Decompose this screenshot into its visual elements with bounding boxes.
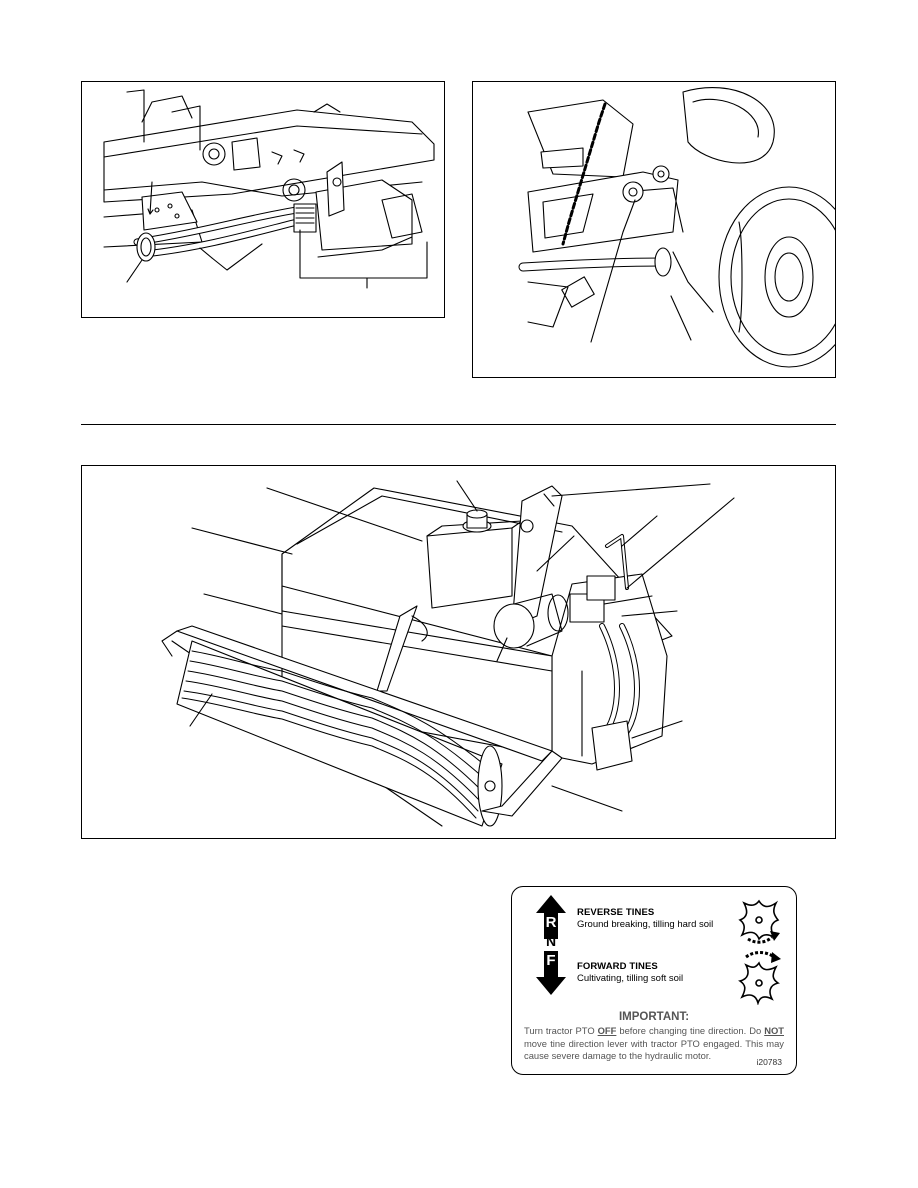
frame-underside-illustration bbox=[103, 89, 435, 289]
figure-tiller-assembly bbox=[81, 465, 836, 839]
rotor-reverse-icon bbox=[738, 899, 780, 944]
tiller-illustration bbox=[161, 480, 735, 827]
rotor-forward-icon bbox=[738, 951, 781, 1005]
direction-arrows-icon bbox=[536, 895, 566, 995]
forward-letter: F bbox=[546, 952, 556, 969]
tine-direction-decal: R N F REVERSE TINES Ground breaking, til… bbox=[511, 886, 797, 1075]
forward-tines-description: Cultivating, tilling soft soil bbox=[577, 973, 684, 984]
important-heading: IMPORTANT: bbox=[618, 1011, 690, 1023]
important-notice: Turn tractor PTO OFF before changing tin… bbox=[524, 1025, 784, 1061]
section-divider bbox=[81, 424, 836, 425]
neutral-letter: N bbox=[545, 933, 557, 949]
reverse-letter: R bbox=[545, 914, 557, 931]
reverse-tines-description: Ground breaking, tilling hard soil bbox=[577, 919, 714, 930]
reverse-tines-title: REVERSE TINES bbox=[577, 907, 655, 918]
figure-hose-routing-underside bbox=[81, 81, 445, 318]
forward-tines-title: FORWARD TINES bbox=[577, 961, 658, 972]
decal-part-code: i20783 bbox=[756, 1057, 782, 1067]
figure-hose-routing-side bbox=[472, 81, 836, 378]
frame-side-illustration bbox=[518, 87, 835, 368]
